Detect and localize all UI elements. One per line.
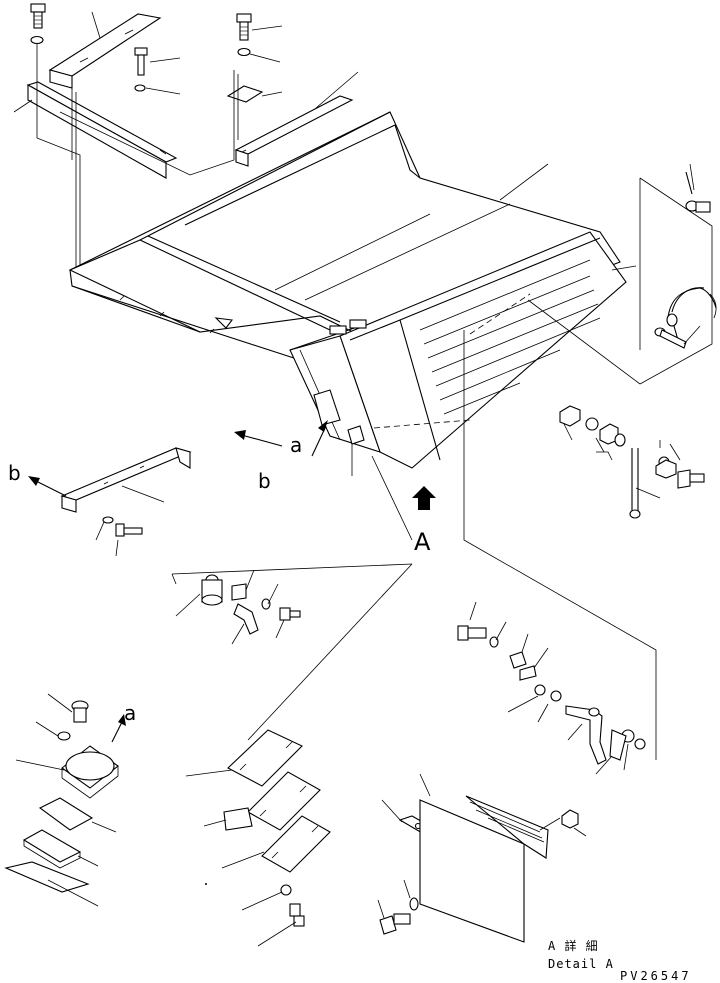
washer-6 xyxy=(534,684,546,696)
base-plate xyxy=(22,829,82,863)
side-panel xyxy=(289,335,381,453)
ref-b-center: b xyxy=(258,469,271,493)
bolt-b xyxy=(115,523,143,537)
washer-9 xyxy=(57,731,71,741)
bolt-middle xyxy=(134,47,148,76)
detail-caption-en: Detail A xyxy=(548,957,614,971)
mounting-plate xyxy=(226,85,264,103)
washer-4 xyxy=(261,598,271,610)
pin-right xyxy=(654,327,687,349)
nut-1 xyxy=(559,405,581,427)
bolt-4 xyxy=(279,607,301,621)
mud-flap-detail xyxy=(377,773,587,943)
cover-dome xyxy=(61,745,119,799)
ref-a-upper: a xyxy=(290,433,302,457)
washer-11 xyxy=(409,897,419,911)
washer-7 xyxy=(550,690,562,702)
washer-8 xyxy=(634,738,646,750)
small-block xyxy=(347,425,365,445)
nut-3 xyxy=(655,459,677,479)
angle-bracket-center xyxy=(234,95,354,167)
mud-flap xyxy=(419,795,549,943)
hinge-arm xyxy=(565,705,607,765)
washer-top-left xyxy=(30,35,44,45)
hinge-tab xyxy=(214,317,234,329)
ref-b-left: b xyxy=(8,461,21,485)
bolt-top-center xyxy=(236,13,252,41)
nut-4 xyxy=(561,809,579,829)
ref-a-lower: a xyxy=(124,701,136,725)
hinge-tab-small xyxy=(231,583,247,601)
washer-middle xyxy=(134,84,146,92)
lock-plate xyxy=(509,651,527,669)
plate-top xyxy=(227,729,303,787)
rod-end xyxy=(629,509,641,519)
plate-tag xyxy=(223,807,253,831)
bolt-6 xyxy=(71,700,89,723)
washer-b xyxy=(102,516,114,524)
hinge-cylinder xyxy=(201,574,223,606)
bolt-7 xyxy=(289,903,305,927)
detail-caption-jp: A 詳 細 xyxy=(548,938,599,953)
bolt-top-left xyxy=(30,3,46,29)
mat-plate xyxy=(4,861,90,893)
plate-middle xyxy=(247,771,321,831)
hinge-detail-right xyxy=(457,601,646,775)
washer-2 xyxy=(614,433,626,447)
hinge-detail-upper xyxy=(171,563,413,645)
drawing-code: PV26547 xyxy=(620,969,692,983)
side-bracket xyxy=(313,389,341,426)
top-left-bracket-assembly xyxy=(13,3,181,270)
gasket-plate xyxy=(38,797,94,831)
elbow-fitting xyxy=(233,603,259,635)
up-arrow-icon xyxy=(412,486,436,510)
angle-bracket-lower xyxy=(26,81,178,179)
washer-1 xyxy=(585,417,599,431)
bolt-right xyxy=(677,469,705,489)
plate-bottom xyxy=(261,815,331,873)
top-center-bracket-assembly xyxy=(59,13,359,176)
cover-detail-left xyxy=(4,693,126,907)
view-arrows-center xyxy=(234,420,328,457)
bolt-8 xyxy=(379,913,411,935)
lock-plate-2 xyxy=(519,665,537,681)
pin-top-right xyxy=(685,200,711,213)
pin-body xyxy=(609,729,627,761)
main-body-assembly xyxy=(68,111,637,541)
washer-10 xyxy=(280,884,292,896)
right-pin-chain-assembly xyxy=(463,163,717,760)
plate-stack-detail xyxy=(185,563,413,947)
side-bracket-b-assembly xyxy=(28,447,192,557)
washer-top-center xyxy=(237,47,251,57)
bolt-5 xyxy=(457,625,487,641)
chain-ring xyxy=(666,313,678,327)
ref-A: A xyxy=(414,528,431,556)
